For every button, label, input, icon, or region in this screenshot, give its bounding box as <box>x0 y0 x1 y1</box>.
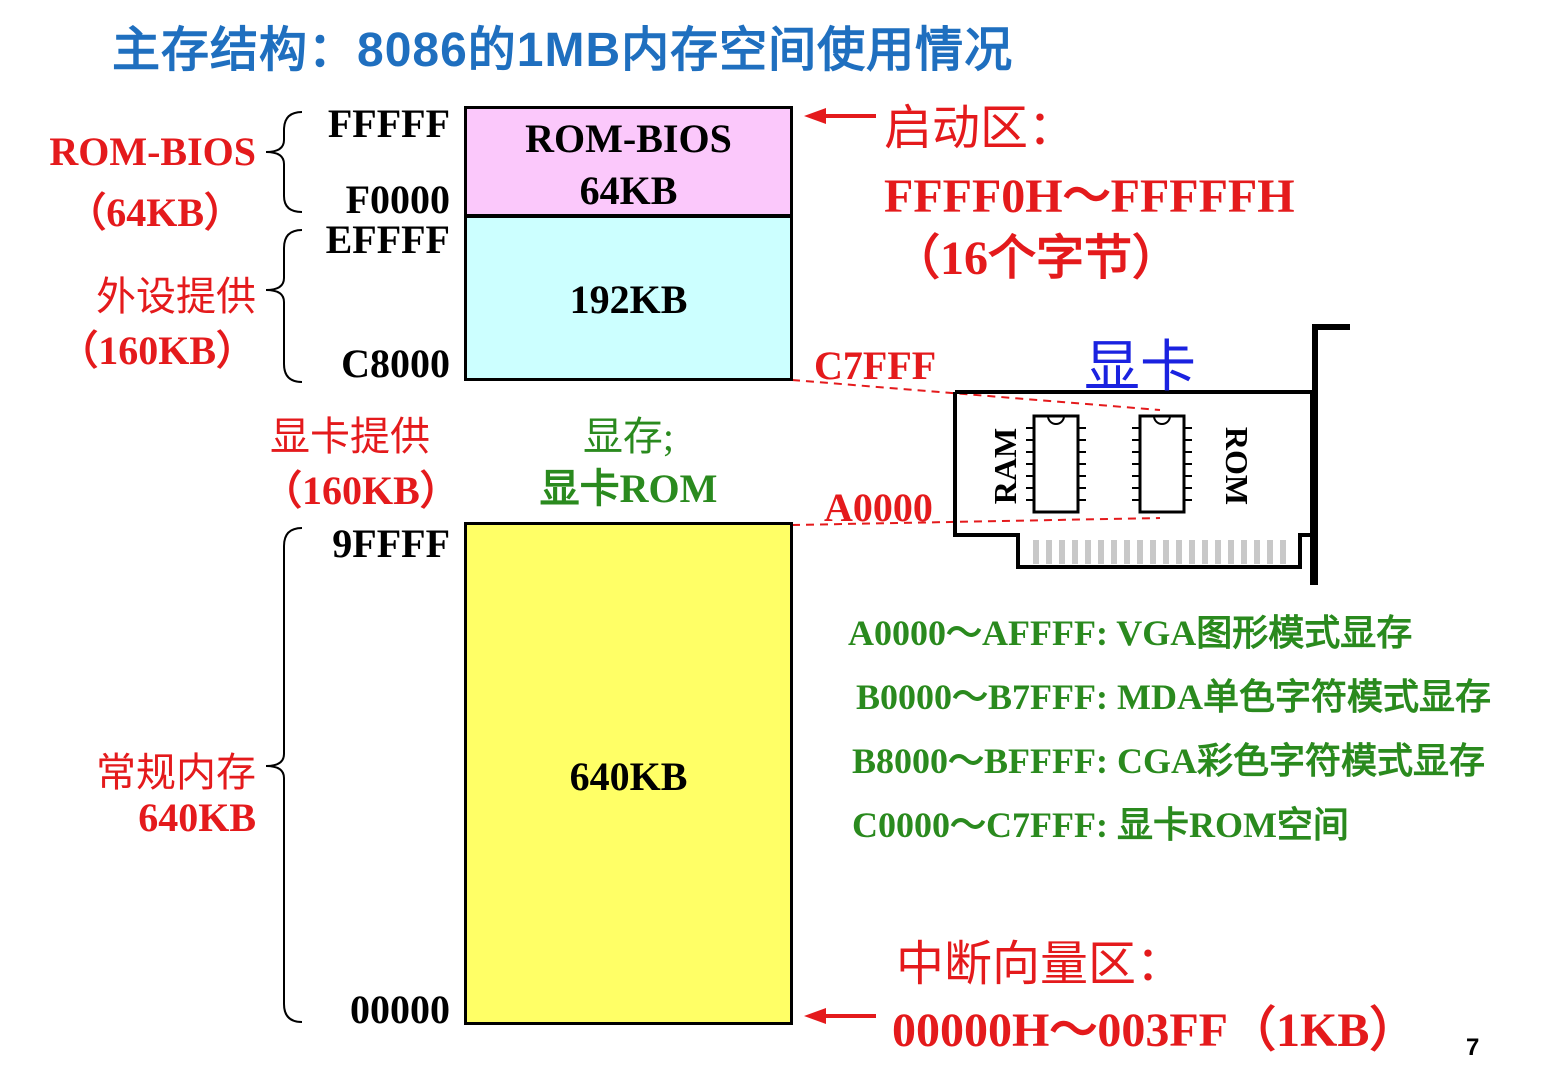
rom-bios-side-size: （64KB） <box>66 190 244 235</box>
brace-rom-bios <box>265 111 303 213</box>
ivt-arrow <box>804 1008 876 1024</box>
address-fffff: FFFFF <box>327 101 450 146</box>
peripheral-side-size: （160KB） <box>58 328 256 373</box>
legend-item-vga: A0000～AFFFF: VGA图形模式显存 <box>848 613 1413 653</box>
address-effff: EFFFF <box>325 217 450 262</box>
ivt-area-range: 00000H～003FF（1KB） <box>892 1004 1418 1057</box>
video-card-title: 显卡 <box>1084 337 1196 399</box>
rom-bios-block: ROM-BIOS 64KB <box>464 106 793 217</box>
legend-item-cga: B8000～BFFFF: CGA彩色字符模式显存 <box>852 741 1485 781</box>
page-title: 主存结构：8086的1MB内存空间使用情况 <box>112 24 1014 77</box>
boot-area-range: FFFF0H～FFFFFH <box>884 170 1295 223</box>
vcard-side-name: 显卡提供 <box>270 414 430 459</box>
conventional-side-size: 640KB <box>138 795 256 840</box>
rom-chip <box>1132 414 1192 514</box>
brace-conventional <box>265 527 303 1023</box>
boot-arrow <box>804 108 876 124</box>
address-f0000: F0000 <box>345 177 450 222</box>
boot-area-title: 启动区： <box>884 102 1077 155</box>
video-card-bottom-address: A0000 <box>824 485 933 530</box>
ivt-area-title: 中断向量区： <box>896 938 1185 991</box>
peripheral-block: 192KB <box>464 215 793 381</box>
projection-line-bottom <box>791 517 1161 526</box>
vcard-side-size: （160KB） <box>262 468 460 513</box>
address-c8000: C8000 <box>341 341 450 386</box>
legend-item-vrom: C0000～C7FFF: 显卡ROM空间 <box>852 805 1349 845</box>
projection-line-top <box>791 379 1161 411</box>
video-card-top-address: C7FFF <box>814 343 937 388</box>
page-number: 7 <box>1466 1034 1480 1061</box>
address-00000: 00000 <box>350 987 450 1032</box>
brace-peripheral <box>265 229 303 383</box>
conventional-block: 640KB <box>464 522 793 1025</box>
peripheral-side-name: 外设提供 <box>96 274 256 319</box>
conventional-side-name: 常规内存 <box>96 750 256 795</box>
ram-label: RAM <box>987 428 1023 504</box>
vram-label-line1: 显存; <box>582 414 675 459</box>
boot-area-bytes: （16个字节） <box>892 232 1181 285</box>
address-9ffff: 9FFFF <box>332 521 450 566</box>
conventional-block-size: 640KB <box>569 754 688 799</box>
ram-chip <box>1026 414 1086 514</box>
rom-bios-side-name: ROM-BIOS <box>49 129 256 174</box>
vram-label-line2: 显卡ROM <box>539 466 718 511</box>
rom-label: ROM <box>1219 427 1255 505</box>
legend-item-mda: B0000～B7FFF: MDA单色字符模式显存 <box>856 677 1491 717</box>
rom-bios-block-label: ROM-BIOS <box>525 116 732 161</box>
video-card-drawing: RAM ROM <box>953 324 1350 585</box>
rom-bios-block-size: 64KB <box>579 168 678 213</box>
peripheral-block-size: 192KB <box>569 277 688 322</box>
